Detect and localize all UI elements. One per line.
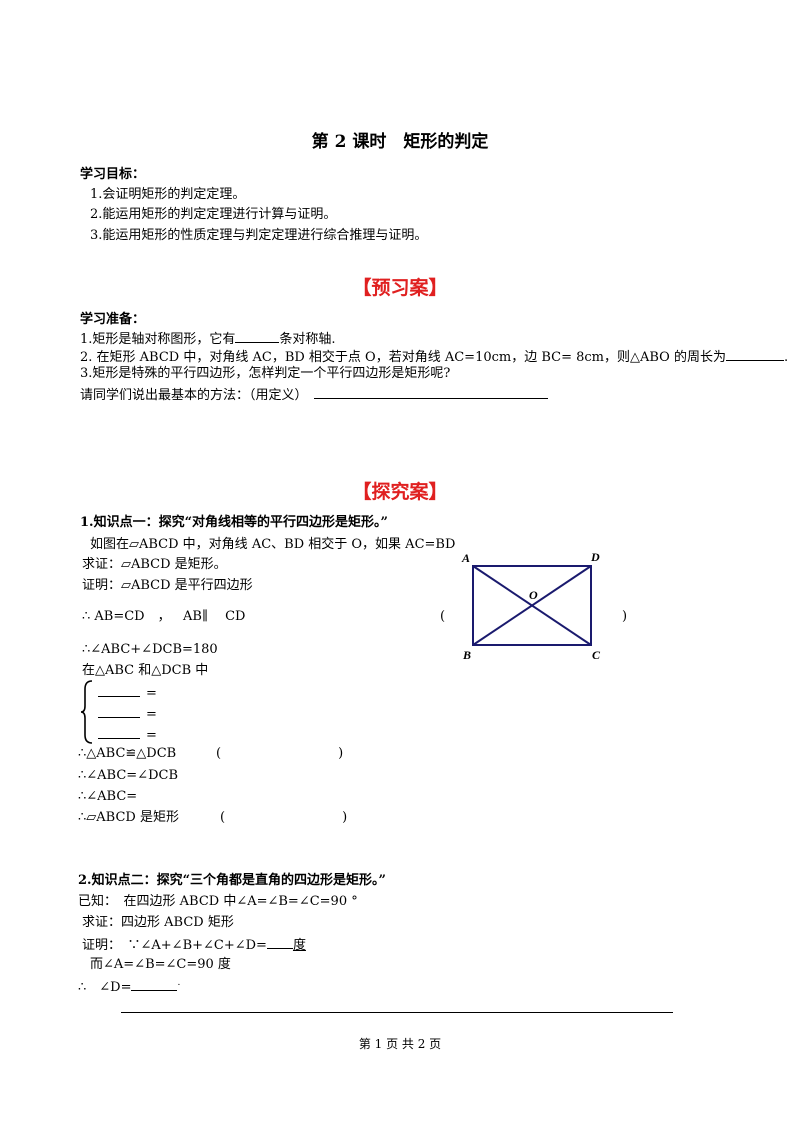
answer-blank xyxy=(313,386,548,399)
k1-proof-line: ∴△ABC≌△DCB xyxy=(78,746,177,761)
question-1: 1.矩形是轴对称图形，它有条对称轴. xyxy=(80,330,336,347)
answer-blank xyxy=(235,330,280,343)
knowledge-point-2-heading: 2.知识点二：探究“三个角都是直角的四边形是矩形。” xyxy=(78,873,387,888)
center-label-o: O xyxy=(529,588,538,602)
page-number: 第 1 页 共 2 页 xyxy=(358,1037,442,1051)
goal-item: 1.会证明矩形的判定定理。 xyxy=(90,187,246,202)
reason-paren: ( ) xyxy=(220,810,348,825)
answer-blank xyxy=(266,936,293,949)
k2-given: 已知： 在四边形 ABCD 中∠A=∠B=∠C=90 ° xyxy=(78,894,358,909)
answer-blank xyxy=(131,978,178,991)
question-2: 2. 在矩形 ABCD 中，对角线 AC，BD 相交于点 O，若对角线 AC=1… xyxy=(80,348,789,365)
answer-blank xyxy=(98,684,140,697)
congruence-condition-row: = xyxy=(98,705,157,723)
congruence-condition-row: = xyxy=(98,726,157,744)
k1-given: 如图在▱ABCD 中，对角线 AC、BD 相交于 O，如果 AC=BD xyxy=(90,537,456,552)
reason-paren-close: ) xyxy=(622,609,628,624)
k1-proof-line: ∴∠ABC+∠DCB=180 xyxy=(82,642,218,657)
congruence-condition-row: = xyxy=(98,684,157,702)
vertex-label-d: D xyxy=(590,550,600,564)
k2-proof-line: ∴ ∠D=. xyxy=(78,978,181,995)
goal-item: 3.能运用矩形的性质定理与判定定理进行综合推理与证明。 xyxy=(90,228,428,243)
reason-paren-open: ( xyxy=(440,609,446,624)
k1-proof-start: 证明：▱ABCD 是平行四边形 xyxy=(82,578,253,593)
vertex-label-c: C xyxy=(592,648,601,662)
k2-proof-line: 证明： ∵∠A+∠B+∠C+∠D=度 xyxy=(82,936,306,953)
rectangle-diagram: A D B C O xyxy=(461,550,601,662)
vertex-label-a: A xyxy=(461,551,470,565)
knowledge-point-1-heading: 1.知识点一：探究“对角线相等的平行四边形是矩形。” xyxy=(80,515,389,530)
goals-heading: 学习目标： xyxy=(80,167,146,182)
preparation-heading: 学习准备： xyxy=(80,312,146,327)
k1-proof-line: ∴∠ABC= xyxy=(78,789,138,804)
vertex-label-b: B xyxy=(462,648,471,662)
k2-proof-line: 而∠A=∠B=∠C=90 度 xyxy=(90,957,231,972)
answer-blank xyxy=(98,705,140,718)
k2-prove: 求证：四边形 ABCD 矩形 xyxy=(82,915,234,930)
question-4: 请同学们说出最基本的方法：（用定义） xyxy=(80,386,548,404)
k1-proof-line: ∴∠ABC=∠DCB xyxy=(78,768,179,783)
rectangle-abcd xyxy=(472,565,592,646)
k1-proof-line: ∴ AB=CD ， xyxy=(82,609,171,624)
k1-proof-line: ∴▱ABCD 是矩形 xyxy=(78,810,179,825)
answer-blank xyxy=(98,726,140,739)
answer-blank xyxy=(725,348,784,361)
k1-prove: 求证：▱ABCD 是矩形。 xyxy=(82,557,227,572)
k1-proof-line: 在△ABC 和△DCB 中 xyxy=(82,663,209,678)
preview-section-title: 【预习案】 xyxy=(352,277,448,299)
diagonal-bd xyxy=(472,565,592,646)
footer-divider xyxy=(121,1012,673,1013)
page-title: 第 2 课时 矩形的判定 xyxy=(311,132,489,152)
k1-proof-line: AB∥ CD xyxy=(183,609,246,624)
goal-item: 2.能运用矩形的判定定理进行计算与证明。 xyxy=(90,207,337,222)
question-3: 3.矩形是特殊的平行四边形，怎样判定一个平行四边形是矩形呢? xyxy=(80,366,451,381)
left-brace-icon xyxy=(80,680,93,744)
reason-paren: ( ) xyxy=(216,746,344,761)
explore-section-title: 【探究案】 xyxy=(352,481,448,503)
